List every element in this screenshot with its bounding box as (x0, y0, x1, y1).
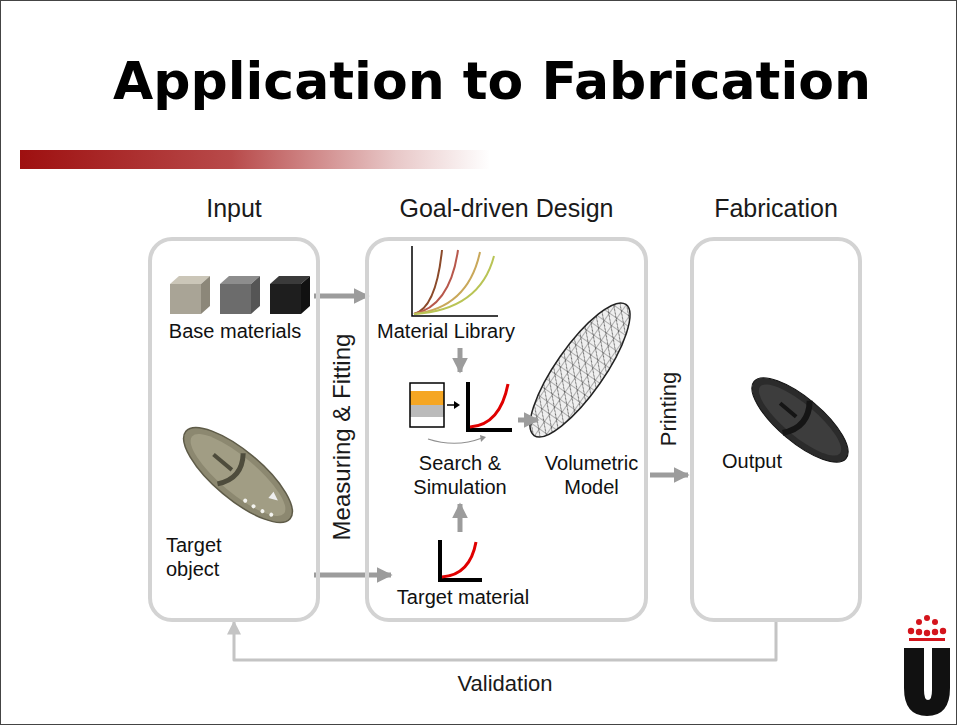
target-sandal (170, 413, 305, 537)
flow-arrow (458, 504, 463, 532)
stage-panel: FabricationOutput (690, 237, 862, 622)
labelled-figure: Base materials (158, 270, 312, 346)
search-simulation-icon (480, 435, 486, 442)
figure-label: Search & Simulation (408, 451, 512, 499)
university-logo (924, 630, 930, 636)
university-logo (932, 619, 938, 625)
figure-label: Output (722, 449, 782, 473)
material-cube (170, 276, 210, 314)
figure-label: Volumetric Model (542, 451, 641, 499)
flow-arrow (234, 622, 776, 660)
title-accent-bar (20, 150, 490, 169)
university-logo (916, 619, 922, 625)
university-logo (908, 628, 914, 634)
figure-label: Target object (166, 533, 256, 581)
material-cube (251, 276, 260, 314)
search-simulation-icon (468, 382, 512, 430)
title-area: Application to Fabrication (0, 50, 957, 112)
labelled-figure: Output (712, 352, 852, 476)
search-simulation-icon (410, 383, 444, 391)
volumetric-mesh (514, 291, 645, 450)
search-simulation-icon (410, 417, 444, 427)
output-sandal (783, 401, 817, 439)
university-logo (924, 615, 930, 621)
search-simulation-icon (447, 404, 455, 406)
target-sandal (242, 498, 248, 504)
connector-label-area: Printing (656, 372, 682, 447)
target-sandal (213, 454, 231, 469)
search-simulation-icon (410, 405, 444, 417)
vertical-label-area: Measuring & Fitting (328, 334, 356, 541)
target-sandal (170, 413, 305, 537)
target-sandal (251, 503, 257, 509)
volumetric-mesh (514, 291, 645, 450)
university-logo (904, 615, 950, 716)
volumetric-mesh (514, 291, 645, 450)
search-simulation-icon (470, 384, 508, 427)
flow-arrow (314, 294, 368, 299)
material-curves-graph (414, 250, 458, 314)
connector-label-area: Validation (458, 671, 553, 697)
university-logo (940, 628, 946, 634)
material-curves-graph (412, 246, 498, 316)
labelled-figure: Search & Simulation (404, 374, 516, 502)
panel-heading: Input (152, 193, 316, 223)
material-cube (170, 284, 201, 314)
labelled-figure: Target object (158, 412, 312, 584)
target-sandal (260, 508, 266, 514)
university-logo (909, 638, 945, 641)
flow-arrow (458, 348, 463, 372)
material-cube (270, 276, 310, 314)
material-curves-graph (414, 256, 494, 314)
target-curve-graph (440, 540, 482, 580)
material-cube (301, 276, 310, 314)
search-simulation-icon (428, 438, 482, 443)
material-cube (201, 276, 210, 314)
connector-label: Printing (656, 372, 682, 447)
flow-arrow (650, 473, 688, 478)
target-sandal (180, 423, 295, 528)
target-sandal (217, 453, 249, 489)
figure-label: Target material (397, 585, 529, 609)
search-simulation-icon (454, 401, 460, 409)
target-sandal (268, 492, 280, 504)
university-logo (932, 629, 938, 635)
material-cube (270, 284, 301, 314)
labelled-figure: Material Library (370, 244, 522, 346)
target-curve-graph (442, 542, 476, 577)
panel-heading: Goal-driven Design (369, 193, 644, 223)
labelled-figure: Volumetric Model (540, 290, 643, 502)
university-logo (904, 648, 950, 716)
target-sandal (268, 512, 274, 518)
search-simulation-icon (410, 391, 444, 405)
panel-heading: Fabrication (694, 193, 858, 223)
search-simulation-icon (410, 383, 444, 427)
search-simulation-icon (410, 382, 512, 443)
stage-panel: InputBase materialsTarget object (148, 237, 320, 622)
material-curves-graph (414, 252, 480, 314)
material-curves-graph (412, 246, 498, 316)
output-sandal (780, 403, 796, 416)
material-cube (220, 284, 251, 314)
figure-label: Base materials (169, 319, 301, 343)
step-label: Measuring & Fitting (328, 334, 356, 541)
material-cube (220, 276, 260, 314)
slide-title: Application to Fabrication (0, 50, 957, 112)
flow-arrow (518, 418, 538, 423)
target-curve-graph (440, 540, 482, 580)
figure-label: Material Library (377, 319, 515, 343)
flow-arrow (314, 573, 391, 578)
stage-panel: Goal-driven DesignMaterial LibrarySearch… (365, 237, 648, 622)
labelled-figure: Target material (393, 534, 533, 612)
university-logo (916, 629, 922, 635)
material-curves-graph (414, 250, 442, 314)
connector-label: Validation (458, 671, 553, 697)
